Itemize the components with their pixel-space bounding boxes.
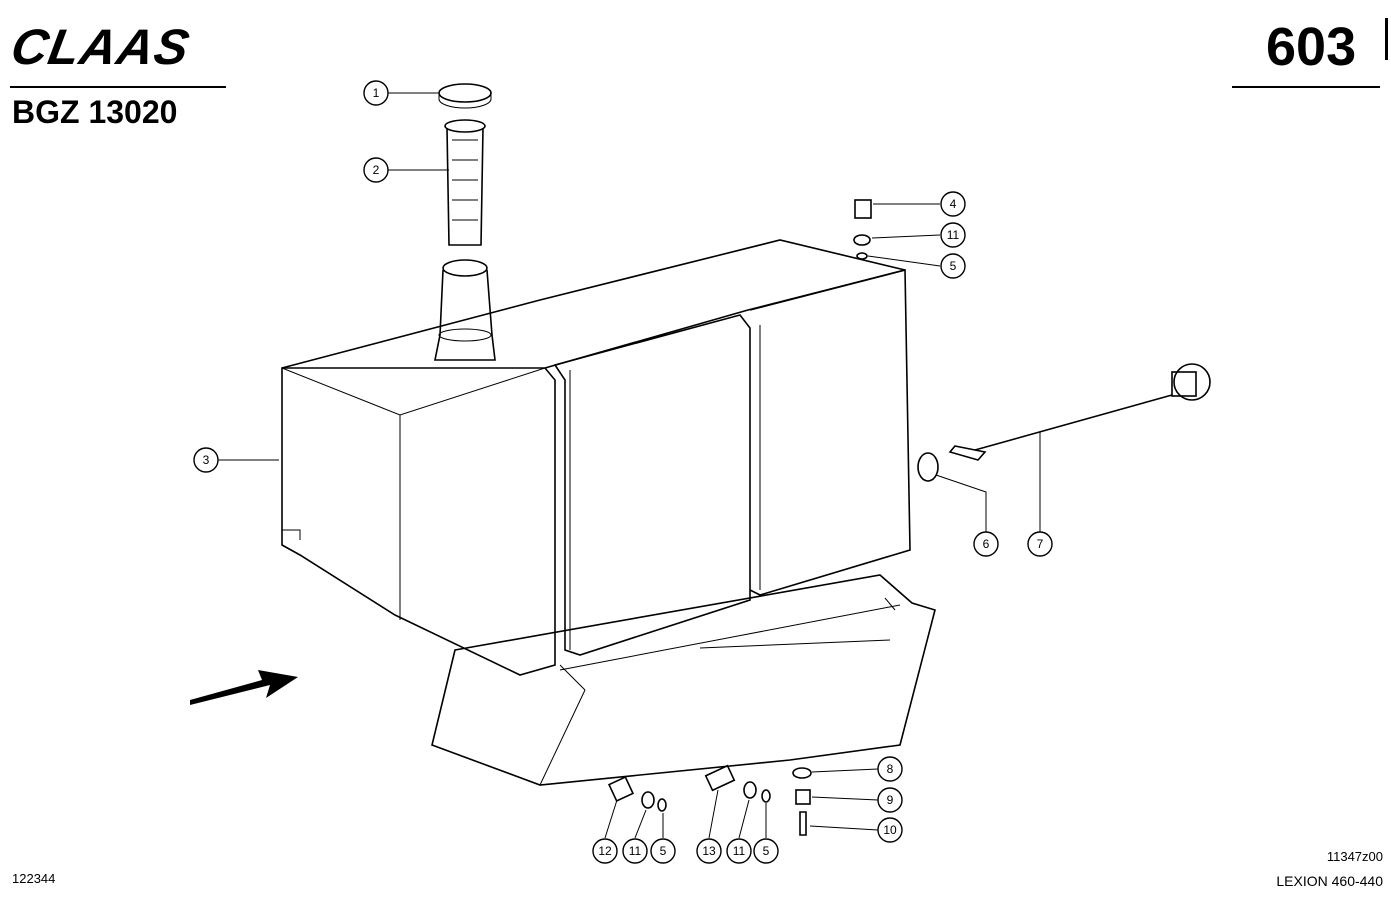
- filler-neck: [434, 259, 496, 361]
- callout-9: 9: [877, 787, 903, 813]
- svg-text:12: 12: [598, 844, 612, 858]
- svg-text:2: 2: [373, 163, 380, 177]
- svg-text:5: 5: [660, 844, 667, 858]
- drain-fittings-bottom: [607, 764, 771, 812]
- o-ring: [917, 452, 939, 482]
- callout-7: 7: [1027, 531, 1053, 557]
- callout-5-b: 5: [753, 838, 779, 864]
- svg-text:13: 13: [702, 844, 716, 858]
- svg-text:5: 5: [763, 844, 770, 858]
- svg-text:7: 7: [1037, 537, 1044, 551]
- svg-text:1: 1: [373, 86, 380, 100]
- callouts: 1 2 3 4 11 5 6 7 8 9 10 12 11 5 13 11 5: [193, 80, 1053, 864]
- model-name: LEXION 460-440: [1276, 873, 1383, 889]
- callout-11-a: 11: [622, 838, 648, 864]
- svg-text:11: 11: [629, 844, 642, 858]
- callout-11-b: 11: [726, 838, 752, 864]
- page-number: 603: [1266, 17, 1357, 77]
- callout-1: 1: [363, 80, 389, 106]
- leader-lines: [218, 92, 1041, 839]
- drawing-code: 11347z00: [1326, 849, 1383, 864]
- drain-fittings-right: [792, 767, 812, 836]
- callout-13: 13: [696, 838, 722, 864]
- svg-text:11: 11: [733, 844, 746, 858]
- callout-3: 3: [193, 447, 219, 473]
- callout-12: 12: [592, 838, 618, 864]
- callout-11-top: 11: [940, 222, 966, 248]
- header-rule-right: [1232, 86, 1380, 88]
- callout-5-top: 5: [940, 253, 966, 279]
- callout-5-a: 5: [650, 838, 676, 864]
- svg-text:6: 6: [983, 537, 990, 551]
- tank-body: [281, 239, 936, 786]
- filler-cap: [438, 83, 492, 109]
- callout-4: 4: [940, 191, 966, 217]
- callout-2: 2: [363, 157, 389, 183]
- direction-arrow: [190, 670, 298, 705]
- header-rule-left: [10, 86, 226, 88]
- svg-text:3: 3: [203, 453, 210, 467]
- top-plug: [853, 199, 872, 260]
- callout-6: 6: [973, 531, 999, 557]
- edge-mark: [1385, 18, 1388, 60]
- callout-8: 8: [877, 756, 903, 782]
- reference-number: 122344: [12, 871, 56, 886]
- svg-text:4: 4: [950, 197, 957, 211]
- level-sender: [948, 363, 1211, 461]
- group-code: BGZ 13020: [12, 94, 178, 130]
- svg-text:5: 5: [950, 259, 957, 273]
- svg-text:10: 10: [883, 823, 897, 837]
- callout-10: 10: [877, 817, 903, 843]
- svg-text:11: 11: [947, 228, 960, 242]
- svg-text:9: 9: [887, 793, 894, 807]
- strainer: [444, 119, 486, 246]
- svg-text:8: 8: [887, 762, 894, 776]
